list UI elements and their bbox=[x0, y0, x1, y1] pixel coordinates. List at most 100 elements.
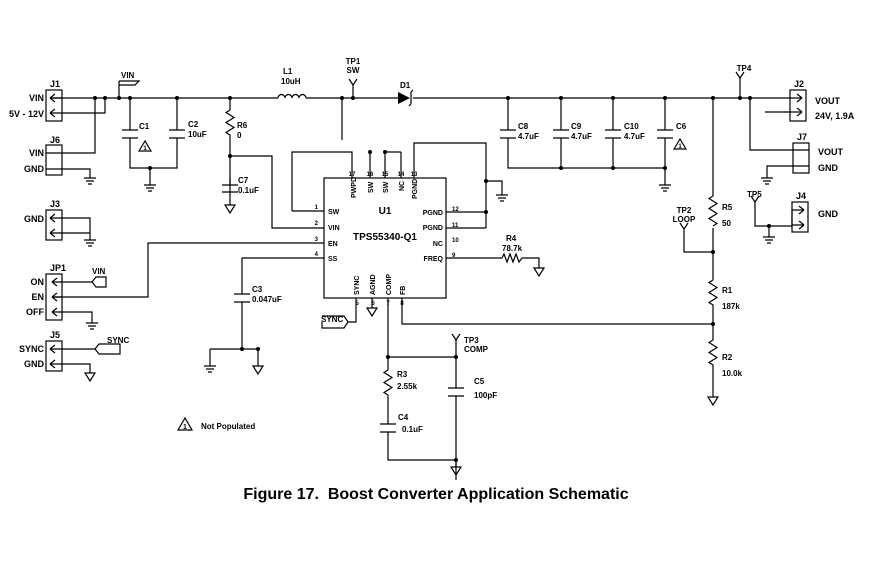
diode-d1: D1 bbox=[398, 81, 414, 107]
testpoint-ref: TP4 bbox=[737, 64, 752, 73]
connector-ref: J4 bbox=[796, 191, 806, 201]
connector-pin-label: VOUT bbox=[818, 147, 844, 157]
pin-num: 7 bbox=[386, 301, 390, 307]
net-label-text: SYNC bbox=[321, 315, 343, 324]
component-ref: C10 bbox=[624, 122, 639, 131]
component-value: 0 bbox=[237, 131, 242, 140]
pin-name: SW bbox=[368, 181, 375, 193]
testpoint-label: SW bbox=[347, 66, 360, 75]
pin-num: 9 bbox=[452, 253, 456, 259]
component-value: 100pF bbox=[474, 391, 497, 400]
pin-name: FREQ bbox=[424, 256, 444, 263]
jumper-pin-label: OFF bbox=[26, 307, 44, 317]
component-ref: C1 bbox=[139, 122, 150, 131]
capacitor-c6: C6 1 bbox=[657, 122, 688, 150]
connector-j1: J1 VIN 5V - 12V bbox=[9, 79, 63, 122]
net-label-text: SYNC bbox=[107, 336, 129, 345]
not-populated-legend: 1 Not Populated bbox=[176, 416, 255, 431]
pin-name: NC bbox=[433, 241, 443, 248]
pin-num: 10 bbox=[452, 238, 459, 244]
component-value: 78.7k bbox=[502, 244, 523, 253]
pin-name: SW bbox=[328, 209, 340, 216]
jumper-jp1: JP1 ON EN OFF bbox=[26, 263, 93, 323]
ic-part-number: TPS55340-Q1 bbox=[353, 232, 417, 243]
pin-num: 2 bbox=[315, 221, 319, 227]
component-ref: C6 bbox=[676, 122, 687, 131]
component-value: 50 bbox=[722, 219, 731, 228]
pin-num: 5 bbox=[355, 301, 359, 307]
testpoint-tp5: TP5 bbox=[747, 190, 762, 203]
ground-symbols bbox=[83, 177, 775, 477]
pin-name: NC bbox=[399, 181, 406, 191]
pin-num: 3 bbox=[315, 237, 319, 243]
pin-num: 12 bbox=[452, 207, 459, 213]
connector-j2: J2 VOUT 24V, 1.9A bbox=[789, 79, 855, 122]
pin-num: 11 bbox=[452, 223, 459, 229]
schematic-wires bbox=[50, 78, 793, 480]
connector-ref: J7 bbox=[797, 132, 807, 142]
connector-ref: J3 bbox=[50, 199, 60, 209]
resistor-r4: R4 78.7k bbox=[501, 234, 523, 264]
capacitor-c2: C2 10uF bbox=[169, 120, 207, 139]
testpoint-label: COMP bbox=[464, 345, 489, 354]
component-ref: R1 bbox=[722, 286, 733, 295]
resistor-r6: R6 0 bbox=[224, 109, 248, 140]
pin-num: 15 bbox=[382, 172, 389, 178]
pin-num: 17 bbox=[349, 172, 356, 178]
testpoint-ref: TP2 bbox=[677, 206, 692, 215]
pin-name: PGND bbox=[423, 210, 443, 217]
connector-pin-label: GND bbox=[818, 163, 839, 173]
connector-j4: J4 GND bbox=[791, 191, 839, 233]
connector-pin-label: GND bbox=[24, 359, 45, 369]
component-ref: C9 bbox=[571, 122, 582, 131]
pin-name: COMP bbox=[386, 274, 393, 295]
resistor-r5: R5 50 bbox=[707, 195, 733, 228]
pin-name: PWPD bbox=[351, 177, 358, 198]
testpoint-tp1: TP1 SW bbox=[346, 57, 361, 86]
pin-num: 14 bbox=[398, 172, 405, 178]
component-ref: C2 bbox=[188, 120, 199, 129]
ic-ref: U1 bbox=[379, 206, 392, 217]
component-value: 2.55k bbox=[397, 382, 418, 391]
component-value: 4.7uF bbox=[518, 132, 539, 141]
resistor-r1: R1 187k bbox=[707, 279, 740, 311]
capacitor-c4: C4 0.1uF bbox=[380, 413, 423, 434]
pin-name: FB bbox=[400, 286, 407, 295]
connector-j6: J6 VIN GND bbox=[24, 135, 91, 178]
component-value: 4.7uF bbox=[624, 132, 645, 141]
component-ref: R5 bbox=[722, 203, 733, 212]
net-label-vin-jp1: VIN bbox=[91, 267, 107, 288]
component-value: 0.1uF bbox=[238, 186, 259, 195]
connector-pin-label: VIN bbox=[29, 93, 44, 103]
connector-j7: J7 VOUT GND bbox=[792, 132, 844, 174]
testpoint-ref: TP3 bbox=[464, 336, 479, 345]
capacitor-c9: C9 4.7uF bbox=[553, 122, 592, 141]
net-label-text: VIN bbox=[121, 71, 135, 80]
component-ref: R6 bbox=[237, 121, 248, 130]
testpoint-ref: TP5 bbox=[747, 190, 762, 199]
ic-u1: U1 TPS55340-Q1 1 SW 2 VIN 3 EN 4 SS PGND… bbox=[315, 172, 460, 307]
connector-ref: J6 bbox=[50, 135, 60, 145]
connector-j3: J3 GND bbox=[24, 199, 91, 241]
pin-num: 8 bbox=[400, 301, 404, 307]
pin-name: EN bbox=[328, 241, 338, 248]
net-label-sync-ic: SYNC bbox=[321, 315, 349, 329]
pin-name: SYNC bbox=[354, 276, 361, 295]
jumper-ref: JP1 bbox=[50, 263, 66, 273]
connector-pin-label: GND bbox=[24, 214, 45, 224]
connector-ref: J1 bbox=[50, 79, 60, 89]
component-ref: R4 bbox=[506, 234, 517, 243]
pin-num: 6 bbox=[371, 301, 375, 307]
connector-pin-label: SYNC bbox=[19, 344, 45, 354]
component-value: 187k bbox=[722, 302, 740, 311]
connector-pin-label: GND bbox=[818, 209, 839, 219]
component-value: 10.0k bbox=[722, 369, 743, 378]
connector-pin-label: VIN bbox=[29, 148, 44, 158]
component-ref: L1 bbox=[283, 67, 293, 76]
connector-ref: J5 bbox=[50, 330, 60, 340]
connector-ref: J2 bbox=[794, 79, 804, 89]
component-value: 0.047uF bbox=[252, 295, 282, 304]
capacitor-c8: C8 4.7uF bbox=[500, 122, 539, 141]
capacitor-c3: C3 0.047uF bbox=[234, 285, 282, 304]
pin-name: VIN bbox=[328, 225, 340, 232]
